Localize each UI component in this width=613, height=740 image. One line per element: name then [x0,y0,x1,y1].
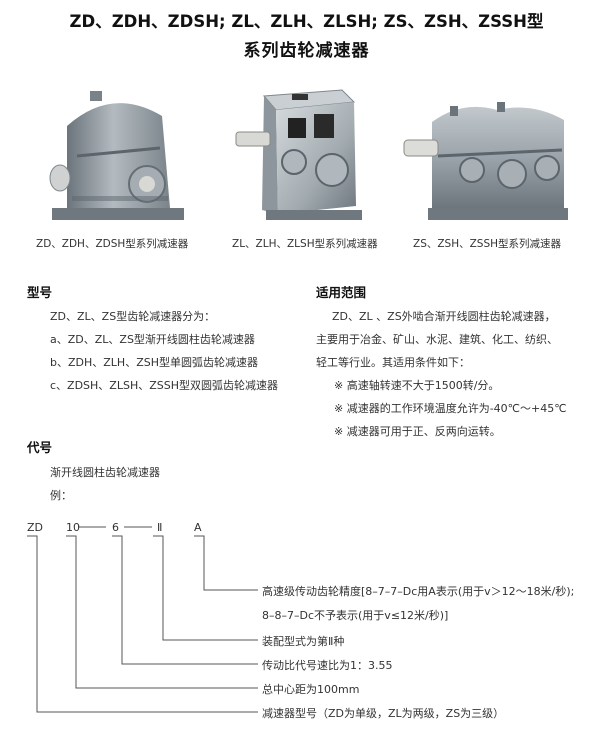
code-part-assembly: Ⅱ [157,521,163,534]
model-item-c: c、ZDSH、ZLSH、ZSSH型双圆弧齿轮减速器 [50,379,278,392]
code-desc-ratio: 传动比代号速比为1：3.55 [262,659,393,672]
product-photo-zd [49,91,184,220]
application-note-2: ※ 减速器的工作环境温度允许为-40℃～+45℃ [334,402,567,415]
application-heading: 适用范围 [316,285,367,300]
code-part-ratio: 6 [112,521,119,534]
code-part-center-distance: 10 [66,521,80,534]
code-desc-precision-2: 8–8–7–Dc不予表示(用于v≤12米/秒)] [262,609,449,622]
page-title: ZD、ZDH、ZDSH; ZL、ZLH、ZLSH; ZS、ZSH、ZSSH型 [69,12,544,31]
application-line-2: 主要用于冶金、矿山、水泥、建筑、化工、纺织、 [316,333,558,346]
code-subtitle: 渐开线圆柱齿轮减速器 [50,466,160,479]
product-caption-zs: ZS、ZSH、ZSSH型系列减速器 [413,238,562,250]
model-item-b: b、ZDH、ZLH、ZSH型单圆弧齿轮减速器 [50,356,258,369]
code-part-precision: A [194,521,202,534]
model-item-a: a、ZD、ZL、ZS型渐开线圆柱齿轮减速器 [50,333,255,346]
product-photo-zl [235,89,362,220]
code-part-model: ZD [27,521,44,534]
application-note-3: ※ 减速器可用于正、反两向运转。 [334,425,501,438]
code-desc-assembly: 装配型式为第Ⅱ种 [262,635,345,648]
model-heading: 型号 [27,285,53,300]
model-intro: ZD、ZL、ZS型齿轮减速器分为： [50,310,216,323]
application-note-1: ※ 高速轴转速不大于1500转/分。 [334,379,500,392]
page-subtitle: 系列齿轮减速器 [243,41,370,61]
product-caption-zl: ZL、ZLH、ZLSH型系列减速器 [232,238,378,250]
code-heading: 代号 [27,440,53,455]
product-photo-zs [403,102,568,220]
code-desc-center-distance: 总中心距为100mm [262,683,360,696]
product-caption-zd: ZD、ZDH、ZDSH型系列减速器 [36,238,189,250]
code-example-label: 例： [50,489,72,502]
code-desc-model: 减速器型号（ZD为单级，ZL为两级，ZS为三级） [262,707,505,720]
application-line-1: ZD、ZL 、ZS外啮合渐开线圆柱齿轮减速器， [332,310,556,323]
code-desc-precision: 高速级传动齿轮精度[8–7–7–Dc用A表示(用于v＞12～18米/秒); [262,585,575,598]
application-line-3: 轻工等行业。其适用条件如下： [316,356,470,369]
